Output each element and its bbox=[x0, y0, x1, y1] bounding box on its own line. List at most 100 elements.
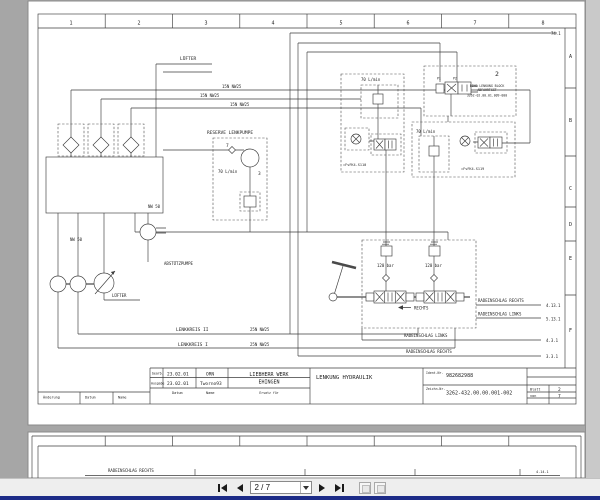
view-history-buttons bbox=[358, 481, 386, 494]
chevron-down-icon bbox=[302, 485, 309, 490]
first-page-button[interactable] bbox=[215, 482, 230, 494]
last-page-button[interactable] bbox=[332, 482, 347, 494]
row-letter: C bbox=[569, 186, 572, 192]
ruler-number: 8 bbox=[541, 21, 544, 27]
label-nw25-k1: 25N NW25 bbox=[250, 342, 270, 347]
label-rechts-arrow: RECHTS bbox=[414, 306, 429, 311]
support-pump-symbol bbox=[139, 223, 157, 241]
label-3: 3 bbox=[258, 171, 261, 177]
label-radeinschlag-rechts: RADEINSCHLAG RECHTS bbox=[406, 349, 452, 354]
titleblock-blatt-label: Blatt bbox=[530, 388, 541, 392]
previous-page-icon bbox=[236, 483, 243, 492]
label-nw50: NW 50 bbox=[70, 237, 83, 242]
page-number-field[interactable]: 2 / 7 bbox=[249, 481, 312, 494]
first-page-icon bbox=[217, 483, 220, 492]
ruler-number: 2 bbox=[137, 21, 140, 27]
reserve-pump-symbol bbox=[240, 148, 260, 168]
label-120bar: 120 bar bbox=[377, 263, 394, 268]
ruler-number: 4 bbox=[271, 21, 274, 27]
label-nw25: 15N NW25 bbox=[200, 93, 220, 98]
titleblock-row2-name: Tworno93 bbox=[200, 381, 222, 387]
schematic-labels: LÜFTER 15N NW25 15N NW25 15N NW25 74.1 R… bbox=[70, 31, 561, 359]
titleblock-row2-label: Ausgabe bbox=[151, 382, 165, 386]
ruler-number: 1 bbox=[69, 21, 72, 27]
titleblock-company-1: LIEBHERR WERK bbox=[249, 372, 288, 378]
titleblock-blatt-value: 2 bbox=[558, 387, 561, 393]
page-dropdown[interactable] bbox=[299, 482, 311, 493]
titleblock-row1-label: bearb. bbox=[152, 372, 164, 376]
row-letter: A bbox=[569, 54, 572, 60]
label-port-p1: P1 bbox=[437, 77, 441, 81]
ruler-number: 5 bbox=[339, 21, 342, 27]
label-nw25: 15N NW25 bbox=[230, 102, 250, 107]
label-nw50: NW 50 bbox=[148, 204, 161, 209]
label-radeinschlag-rechts: RADEINSCHLAG RECHTS bbox=[108, 468, 154, 473]
row-letter: B bbox=[569, 118, 572, 124]
next-page-button[interactable] bbox=[316, 482, 328, 494]
page-number-value: 2 / 7 bbox=[254, 483, 271, 492]
page-sheet bbox=[27, 431, 586, 479]
next-view-button[interactable] bbox=[373, 481, 386, 494]
titleblock-ident-number: 982682988 bbox=[446, 373, 473, 379]
vertical-scrollbar[interactable] bbox=[585, 0, 600, 478]
pump-symbol bbox=[69, 275, 87, 293]
label-ref: 4.3.1 bbox=[546, 338, 559, 343]
label-fvfk-b: =FvFK4-S119 bbox=[461, 167, 484, 171]
label-block2-line1: EINE LENKUNG BLOCK bbox=[470, 84, 505, 88]
label-block2-line2: ABFAHRTSGT bbox=[477, 88, 496, 92]
tank-symbol bbox=[45, 156, 164, 214]
titleblock-row2-date: 23.02.01 bbox=[167, 381, 189, 387]
label-lenkkreis-2: LENKKREIS II bbox=[176, 327, 209, 333]
pump-symbol bbox=[49, 275, 67, 293]
schematic-symbols bbox=[45, 81, 503, 310]
next-page-icon bbox=[318, 483, 325, 492]
page-2: 1 2 3 4 5 6 7 8 A B C D E F bbox=[27, 0, 586, 426]
label-ref: 4.14.1 bbox=[536, 470, 549, 474]
row-letter: D bbox=[569, 222, 572, 228]
titleblock-von-value: 7 bbox=[558, 394, 561, 400]
titleblock-ident-label: Ident-Nr. bbox=[426, 371, 443, 375]
ruler-number: 7 bbox=[473, 21, 476, 27]
document-canvas: 1 2 3 4 5 6 7 8 A B C D E F bbox=[27, 0, 586, 479]
last-page-icon bbox=[341, 483, 344, 492]
label-nw25-k2: 25N NW25 bbox=[250, 327, 270, 332]
lever-pivot bbox=[328, 292, 338, 302]
revision-name-header: Name bbox=[118, 396, 126, 400]
taskbar-strip bbox=[0, 496, 600, 500]
label-abstuetzpumpe: ABSTÜTZPUMPE bbox=[164, 261, 193, 266]
titleblock-ersatz: Ersatz für bbox=[259, 391, 278, 395]
revision-aenderung-header: Änderung bbox=[43, 395, 60, 400]
label-luefter-top: LÜFTER bbox=[180, 55, 197, 62]
label-ref-74: 74.1 bbox=[551, 31, 561, 36]
label-ref: 3.3.1 bbox=[546, 354, 559, 359]
titleblock-datum-header: Datum bbox=[172, 391, 183, 395]
row-letter: E bbox=[569, 256, 572, 262]
page-3: RADEINSCHLAG RECHTS 4.14.1 bbox=[27, 431, 586, 479]
label-port-p2: P2 bbox=[453, 77, 457, 81]
title-block: bearb. 23.02.01 ORN Ausgabe 23.02.01 Two… bbox=[38, 367, 576, 404]
label-nw25: 15N NW25 bbox=[222, 84, 242, 89]
titleblock-row1-date: 23.02.01 bbox=[167, 372, 189, 378]
titleblock-drawing-title: LENKUNG HYDRAULIK bbox=[316, 375, 373, 381]
ruler-number: 6 bbox=[406, 21, 409, 27]
label-flow-b: 70 L/min bbox=[416, 129, 436, 134]
label-block2-line3: 3262-02.00.01.009-000 bbox=[467, 94, 507, 98]
label-7: 7 bbox=[226, 143, 229, 149]
titleblock-zeichn-number: 3262-432.00.00.001-002 bbox=[446, 391, 512, 397]
ruler-number: 3 bbox=[204, 21, 207, 27]
row-letter: F bbox=[569, 328, 572, 334]
titleblock-company-2: EHINGEN bbox=[258, 380, 279, 386]
label-flow-a: 70 L/min bbox=[361, 77, 381, 82]
label-lenkkreis-1: LENKKREIS I bbox=[178, 342, 208, 348]
label-flow-reserve: 70 L/min bbox=[218, 169, 238, 174]
label-reserve-lenkpumpe: RESERVE LENKPUMPE bbox=[207, 130, 253, 136]
label-block2-number: 2 bbox=[495, 70, 499, 78]
label-ref: 4.13.1 bbox=[546, 303, 561, 308]
label-radeinschlag-links: RADEINSCHLAG LINKS bbox=[404, 333, 448, 338]
previous-page-button[interactable] bbox=[234, 482, 246, 494]
drawing-frame: 1 2 3 4 5 6 7 8 A B C D E F bbox=[37, 13, 577, 405]
previous-view-button[interactable] bbox=[358, 481, 371, 494]
label-ref: 5.13.1 bbox=[546, 317, 561, 322]
revision-datum-header: Datum bbox=[85, 396, 96, 400]
titleblock-row1-name: ORN bbox=[206, 372, 214, 378]
